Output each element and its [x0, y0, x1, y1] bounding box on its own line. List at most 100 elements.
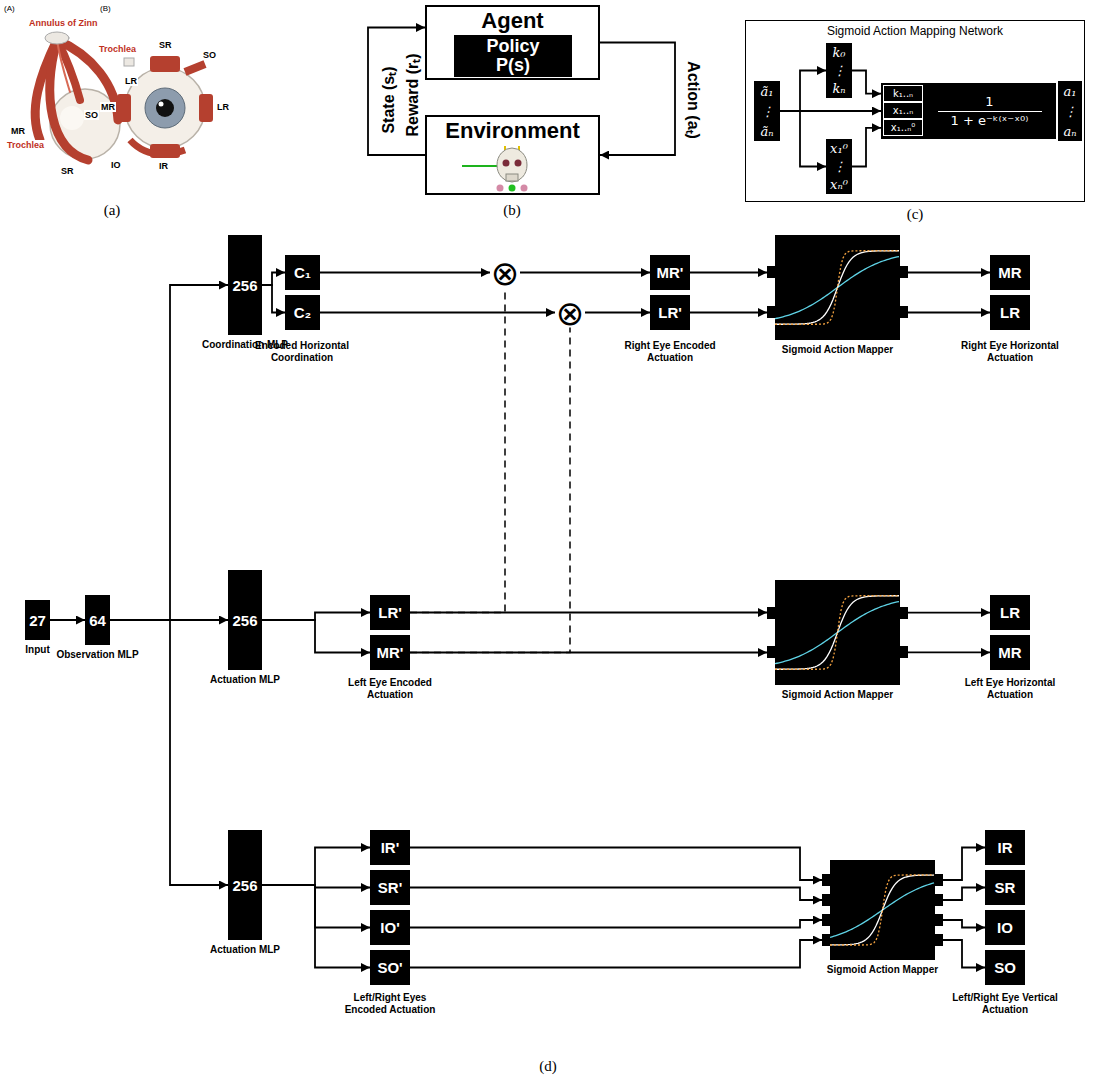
layer-box: SR' [370, 870, 410, 905]
arrow-connector [410, 888, 822, 901]
node-text: Environment [427, 118, 598, 144]
arrow-connector [320, 272, 490, 274]
sigmoid-curve [775, 596, 899, 670]
part-label: IR [158, 161, 169, 171]
arrow-connector [852, 71, 881, 94]
sigmoid-curve [830, 875, 934, 945]
layer-box: LR' [650, 295, 690, 330]
layer-box: 64Observation MLP [85, 595, 110, 645]
skull-scene [515, 160, 522, 167]
group-caption: Right Eye Encoded Actuation [615, 340, 725, 363]
caption-text: Sigmoid Action Mapper [763, 689, 913, 701]
part-label: SO [202, 50, 217, 60]
node-text: 1 [985, 94, 993, 110]
arrow-connector [320, 312, 555, 314]
eye-front-view [124, 58, 134, 66]
port-tab [935, 934, 943, 946]
layer-box: SO' [370, 950, 410, 985]
port-tab [900, 266, 908, 278]
port-tab [767, 607, 775, 619]
caption-text: Observation MLP [48, 649, 148, 661]
edge-label: Action (aₜ) [683, 61, 705, 139]
sigmoid-mapper: Sigmoid Action Mapper [775, 580, 900, 685]
panel-caption: (c) [907, 206, 924, 223]
environment-box: Environment [425, 115, 600, 195]
part-label: (A) [4, 4, 15, 13]
group-caption: Left Eye Horizontal Actuation [955, 677, 1065, 700]
part-label: SR [60, 166, 75, 176]
arrow-connector [943, 940, 985, 968]
eye-front-view [145, 88, 185, 128]
group-caption: Left/Right Eyes Encoded Actuation [335, 992, 445, 1015]
sigmoid-curve [775, 251, 899, 325]
node-text: IO' [380, 919, 399, 936]
sigmoid-curve [830, 875, 934, 945]
node-text: ⋮ [1064, 105, 1077, 118]
port-tab [900, 607, 908, 619]
eye-side-view [60, 106, 84, 130]
arrow-connector [852, 128, 881, 167]
arrow-connector [780, 111, 826, 167]
node-text: LR [1000, 604, 1020, 621]
node-text: ã₁ [761, 85, 774, 98]
port-tab [767, 646, 775, 658]
group-caption: Encoded Horizontal Coordination [250, 340, 355, 363]
arrow-connector [908, 652, 990, 654]
skull-scene [497, 185, 504, 192]
caption-text: Actuation MLP [190, 944, 300, 956]
node-text: 256 [232, 877, 257, 894]
part-label: LR [216, 102, 230, 112]
caption-text: Sigmoid Action Mapper [808, 964, 958, 976]
node-text: aₙ [1063, 125, 1076, 138]
node-text: SR' [378, 879, 402, 896]
node-text: ⊗ [556, 296, 585, 330]
layer-box: IO [985, 910, 1025, 945]
arrow-connector [585, 312, 650, 314]
multiply-node: ⊗ [490, 258, 520, 288]
node-text: 64 [89, 612, 106, 629]
vector-box: ã₁⋮ãₙ [754, 81, 780, 141]
part-label: Annulus of Zinn [28, 18, 98, 28]
skull-scene [521, 185, 528, 192]
arrow-connector [262, 285, 285, 313]
signal-label: Reward (rₜ) [401, 53, 423, 136]
arrow-connector [600, 43, 675, 156]
sigmoid-curve [775, 251, 899, 324]
vector-box: a₁ ⋮ aₙ [1058, 81, 1082, 141]
layer-box: IR [985, 830, 1025, 865]
port-tab [767, 306, 775, 318]
arrow-connector [110, 285, 228, 620]
node-text: LR' [378, 604, 402, 621]
agent-box: AgentPolicy P(s) [425, 5, 600, 80]
arrow-connector [410, 652, 767, 654]
node-text: Agent [427, 8, 598, 34]
node-text: a₁ [1064, 85, 1077, 98]
panel-caption: (a) [104, 202, 121, 219]
node-text: k₁..ₙ [883, 85, 923, 102]
arrow-connector [50, 619, 85, 621]
layer-box: SO [985, 950, 1025, 985]
skull-scene [462, 165, 499, 167]
policy-box: Policy P(s) [454, 35, 572, 77]
node-text: k₀ [832, 46, 845, 59]
eye-front-view [156, 99, 174, 117]
node-text: IR' [381, 839, 400, 856]
edge-label: State (sₜ) [377, 66, 399, 133]
sigmoid-curves [830, 860, 935, 960]
eye-front-view [159, 102, 164, 107]
arrow-connector [262, 613, 370, 621]
dashed-connector [410, 328, 570, 653]
part-label: LR [124, 76, 138, 86]
port-tab [900, 646, 908, 658]
eye-front-view [130, 140, 185, 154]
layer-box: MR' [650, 255, 690, 290]
skull-scene [509, 185, 516, 192]
node-text: 1 + e⁻ᵏ⁽ˣ⁻ˣ⁰⁾ [951, 113, 1029, 129]
multiply-node: ⊗ [555, 298, 585, 328]
node-text: 256 [232, 277, 257, 294]
layer-box: 256Actuation MLP [228, 570, 262, 670]
node-text: SO [994, 959, 1016, 976]
vector-box: x₁⁰⋮xₙ⁰ [826, 139, 852, 194]
eye-front-view [125, 68, 205, 148]
arrow-connector [943, 920, 985, 928]
